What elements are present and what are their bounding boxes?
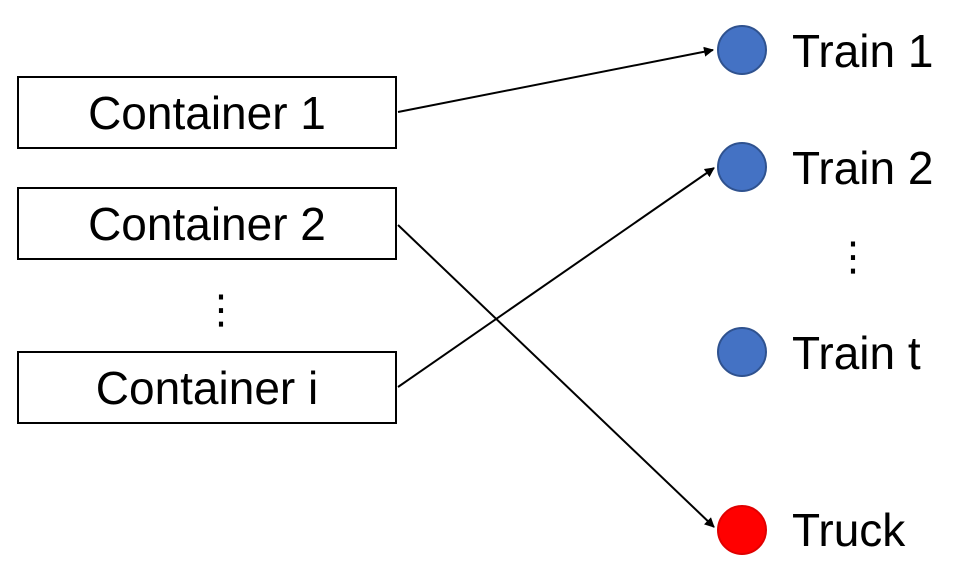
train-2-label: Train 2 — [792, 142, 934, 194]
truck-node — [717, 505, 767, 555]
container-box-i: Container i — [17, 351, 397, 424]
train-t-label: Train t — [792, 327, 921, 379]
arrow-container-1-to-train-1 — [397, 46, 714, 113]
container-label: Container 1 — [88, 86, 326, 139]
truck-label: Truck — [792, 504, 906, 556]
arrow-container-i-to-train-2 — [397, 167, 715, 388]
train-ellipsis: ⋮ — [833, 235, 873, 279]
train-t-node — [717, 327, 767, 377]
container-box-2: Container 2 — [17, 187, 397, 260]
train-2-node — [717, 142, 767, 192]
container-ellipsis: ⋮ — [201, 288, 241, 332]
train-1-node — [717, 25, 767, 75]
container-box-1: Container 1 — [17, 76, 397, 149]
container-label: Container 2 — [88, 197, 326, 250]
train-1-label: Train 1 — [792, 25, 934, 77]
container-label: Container i — [95, 361, 319, 414]
arrow-container-2-to-truck — [397, 224, 715, 528]
